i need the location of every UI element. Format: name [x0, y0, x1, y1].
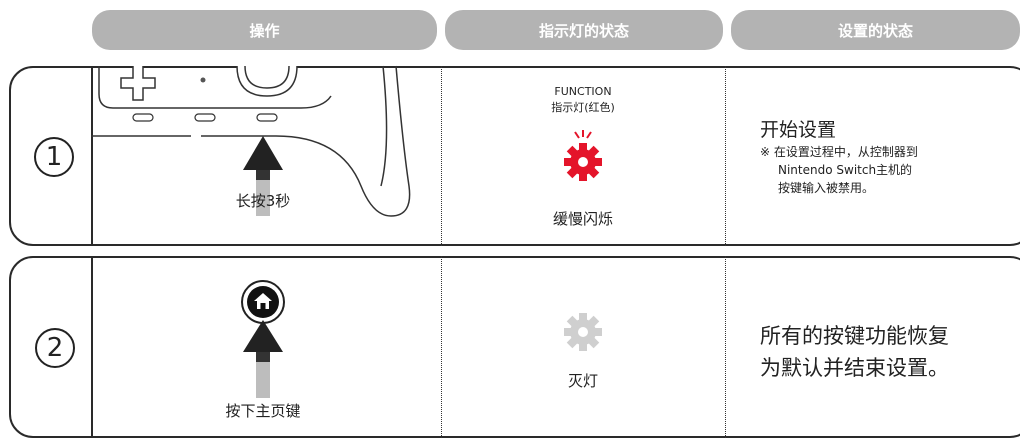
- step-row-2: [9, 256, 1020, 438]
- row1-indicator-state: 缓慢闪烁: [552, 210, 614, 228]
- header-indicator-label: 指示灯的状态: [538, 21, 629, 40]
- row1-operation-text: 长按3秒: [235, 192, 291, 210]
- row1-setting-note-1: ※ 在设置过程中，从控制器到: [760, 145, 918, 159]
- row1-indicator-label-1: FUNCTION: [554, 85, 612, 98]
- row2-operation-text: 按下主页键: [225, 402, 301, 420]
- row1-divider: [91, 66, 93, 246]
- step-number-1: ① 1: [34, 137, 74, 177]
- step-row-1: [9, 66, 1020, 246]
- up-arrow: [243, 320, 283, 398]
- row1-setting-note-2: Nintendo Switch主机的: [778, 163, 913, 177]
- row2-setting-line-2: 为默认并结束设置。: [760, 356, 949, 380]
- row2-setting-line-1: 所有的按键功能恢复: [760, 324, 949, 348]
- row2-dash-1: [441, 256, 442, 438]
- row2-divider: [91, 256, 93, 438]
- up-arrow: [243, 136, 283, 216]
- row1-setting-note-3: 按键输入被禁用。: [778, 181, 875, 195]
- gear-icon-off: [564, 313, 602, 351]
- header-operation-label: 操作: [249, 21, 280, 40]
- row2-indicator-state: 灭灯: [567, 372, 599, 390]
- row1-setting-title: 开始设置: [760, 119, 837, 141]
- step-number-2: ② 2: [35, 328, 75, 368]
- controller-outline: [91, 65, 411, 217]
- home-button-icon: [241, 280, 285, 324]
- row1-dash-1: [441, 66, 442, 246]
- row1-indicator-label-2: 指示灯(红色): [551, 101, 615, 114]
- header-setting: 设置的状态: [731, 10, 1020, 50]
- header-setting-label: 设置的状态: [837, 21, 913, 40]
- header-indicator: 指示灯的状态: [445, 10, 723, 50]
- row2-dash-2: [725, 256, 726, 438]
- header-operation: 操作: [92, 10, 437, 50]
- row1-dash-2: [725, 66, 726, 246]
- home-button-illustration: [241, 280, 285, 398]
- gear-icon: [564, 130, 602, 181]
